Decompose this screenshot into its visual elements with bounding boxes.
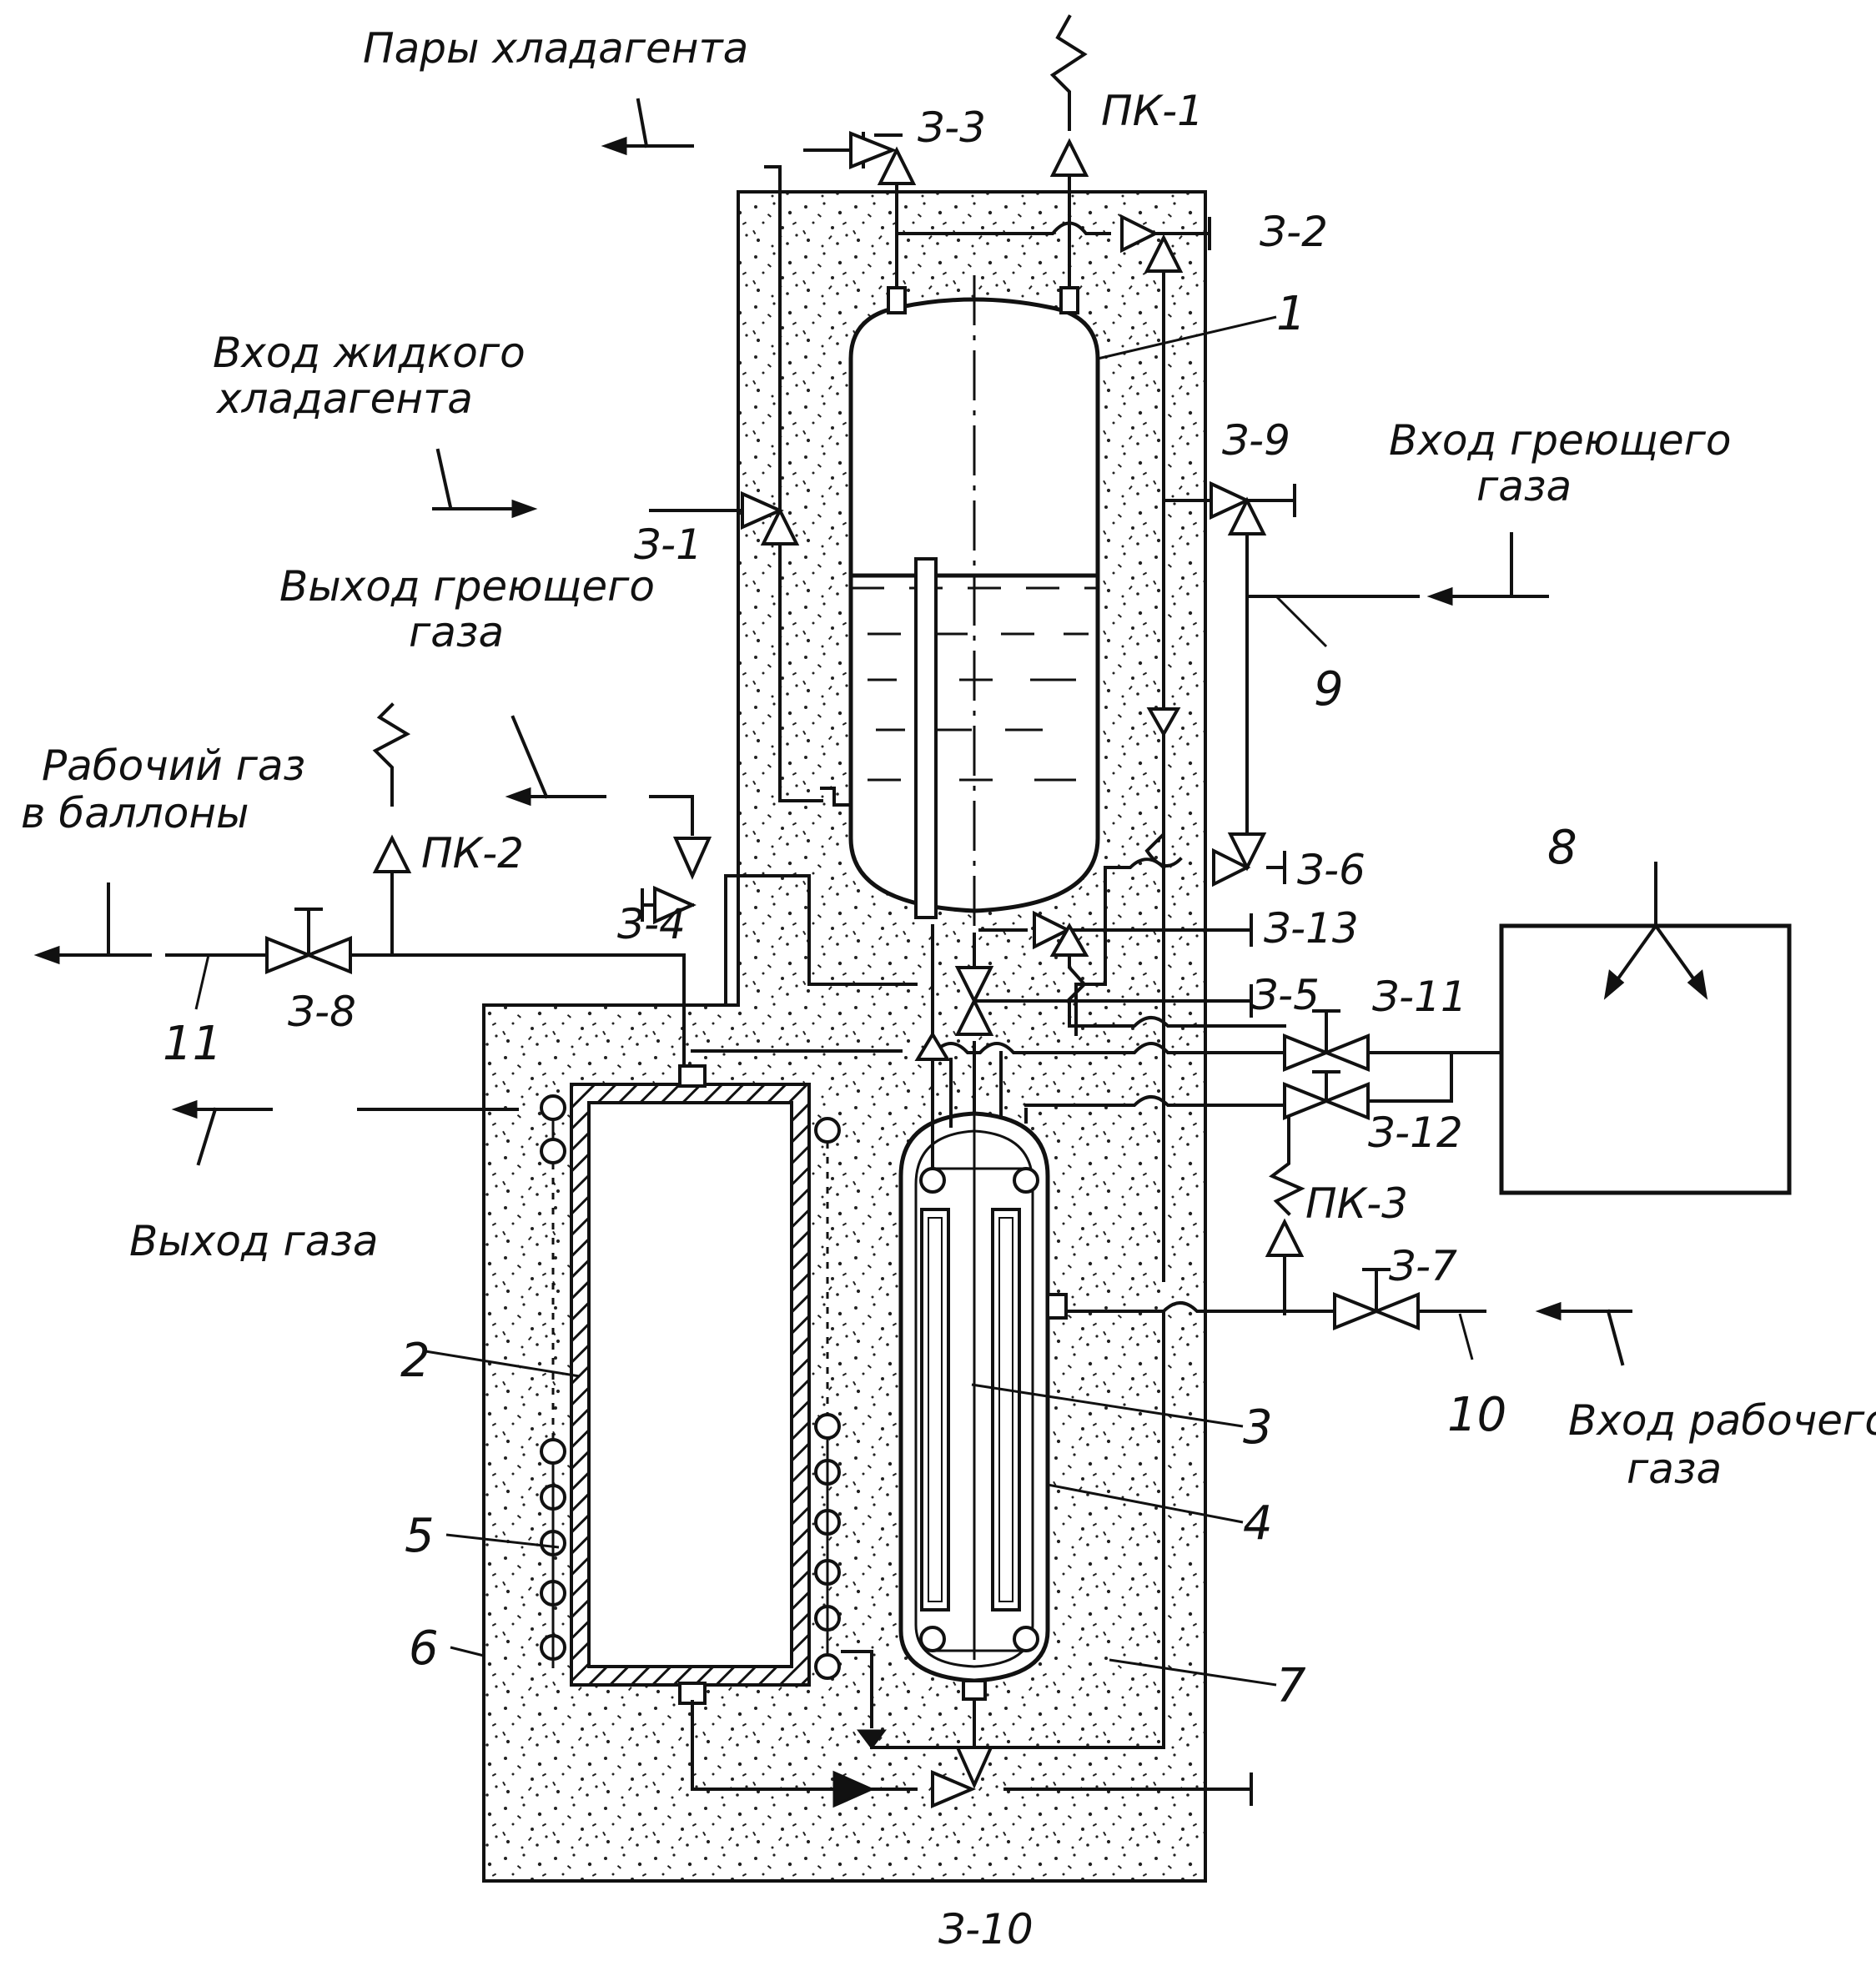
element-3-left — [922, 1209, 948, 1610]
vessel-1-nozzle-left — [888, 288, 905, 313]
valve-label-3-12: З-12 — [1368, 1109, 1463, 1157]
heater-2-top-nozzle — [680, 1066, 705, 1086]
valve-label-3-8: З-8 — [288, 988, 356, 1036]
label-heating-out-2: газа — [409, 608, 504, 656]
label-heating-in-1: Вход греющего — [1389, 416, 1732, 465]
valve-label-3-1: З-1 — [634, 520, 702, 569]
number-3: 3 — [1243, 1400, 1273, 1455]
valve-label-3-2: З-2 — [1260, 208, 1328, 256]
valve-label-3-3: З-3 — [918, 103, 986, 152]
number-5: 5 — [405, 1509, 435, 1563]
label-heating-in-2: газа — [1476, 462, 1572, 510]
number-7: 7 — [1276, 1659, 1306, 1713]
label-working-gas-out-2: в баллоны — [21, 789, 249, 837]
valve-label-3-5: З-5 — [1251, 971, 1320, 1019]
number-8: 8 — [1547, 821, 1577, 875]
number-6: 6 — [409, 1622, 439, 1676]
label-working-gas-in-1: Вход рабочего — [1568, 1396, 1876, 1445]
number-11: 11 — [163, 1017, 222, 1071]
valve-label-3-11: З-11 — [1372, 973, 1467, 1021]
label-liquid-in-2: хладагента — [215, 375, 473, 423]
valve-label-3-9: З-9 — [1222, 416, 1290, 465]
vessel-1-nozzle-right — [1061, 288, 1078, 313]
number-1: 1 — [1276, 287, 1306, 341]
dip-tube — [916, 559, 936, 918]
label-liquid-in-1: Вход жидкого — [213, 329, 526, 377]
label-working-gas-out-1: Рабочий газ — [42, 742, 305, 790]
heater-2-inner — [589, 1103, 792, 1667]
evaporator-4-side-nozzle — [1048, 1295, 1066, 1318]
label-working-gas-in-2: газа — [1627, 1445, 1722, 1493]
number-10: 10 — [1447, 1388, 1506, 1442]
safety-label-pk-1: ПК-1 — [1101, 87, 1204, 135]
valve-label-3-4: З-4 — [617, 900, 686, 948]
label-heating-out-1: Выход греющего — [279, 562, 655, 611]
number-9: 9 — [1314, 662, 1344, 717]
element-3-right — [993, 1209, 1019, 1610]
label-refrigerant-vapor: Пары хладагента — [363, 24, 748, 73]
label-gas-out: Выход газа — [129, 1217, 379, 1265]
safety-label-pk-2: ПК-2 — [421, 829, 524, 877]
number-2: 2 — [400, 1334, 430, 1388]
number-4: 4 — [1243, 1496, 1273, 1551]
valve-label-3-6: З-6 — [1297, 846, 1366, 894]
valve-label-3-7: З-7 — [1389, 1242, 1457, 1290]
tank-8 — [1501, 926, 1789, 1193]
valve-label-3-10: З-10 — [938, 1905, 1034, 1953]
valve-label-3-13: З-13 — [1264, 904, 1359, 953]
safety-label-pk-3: ПК-3 — [1305, 1179, 1408, 1228]
evaporator-4-bottom-nozzle — [963, 1681, 985, 1699]
